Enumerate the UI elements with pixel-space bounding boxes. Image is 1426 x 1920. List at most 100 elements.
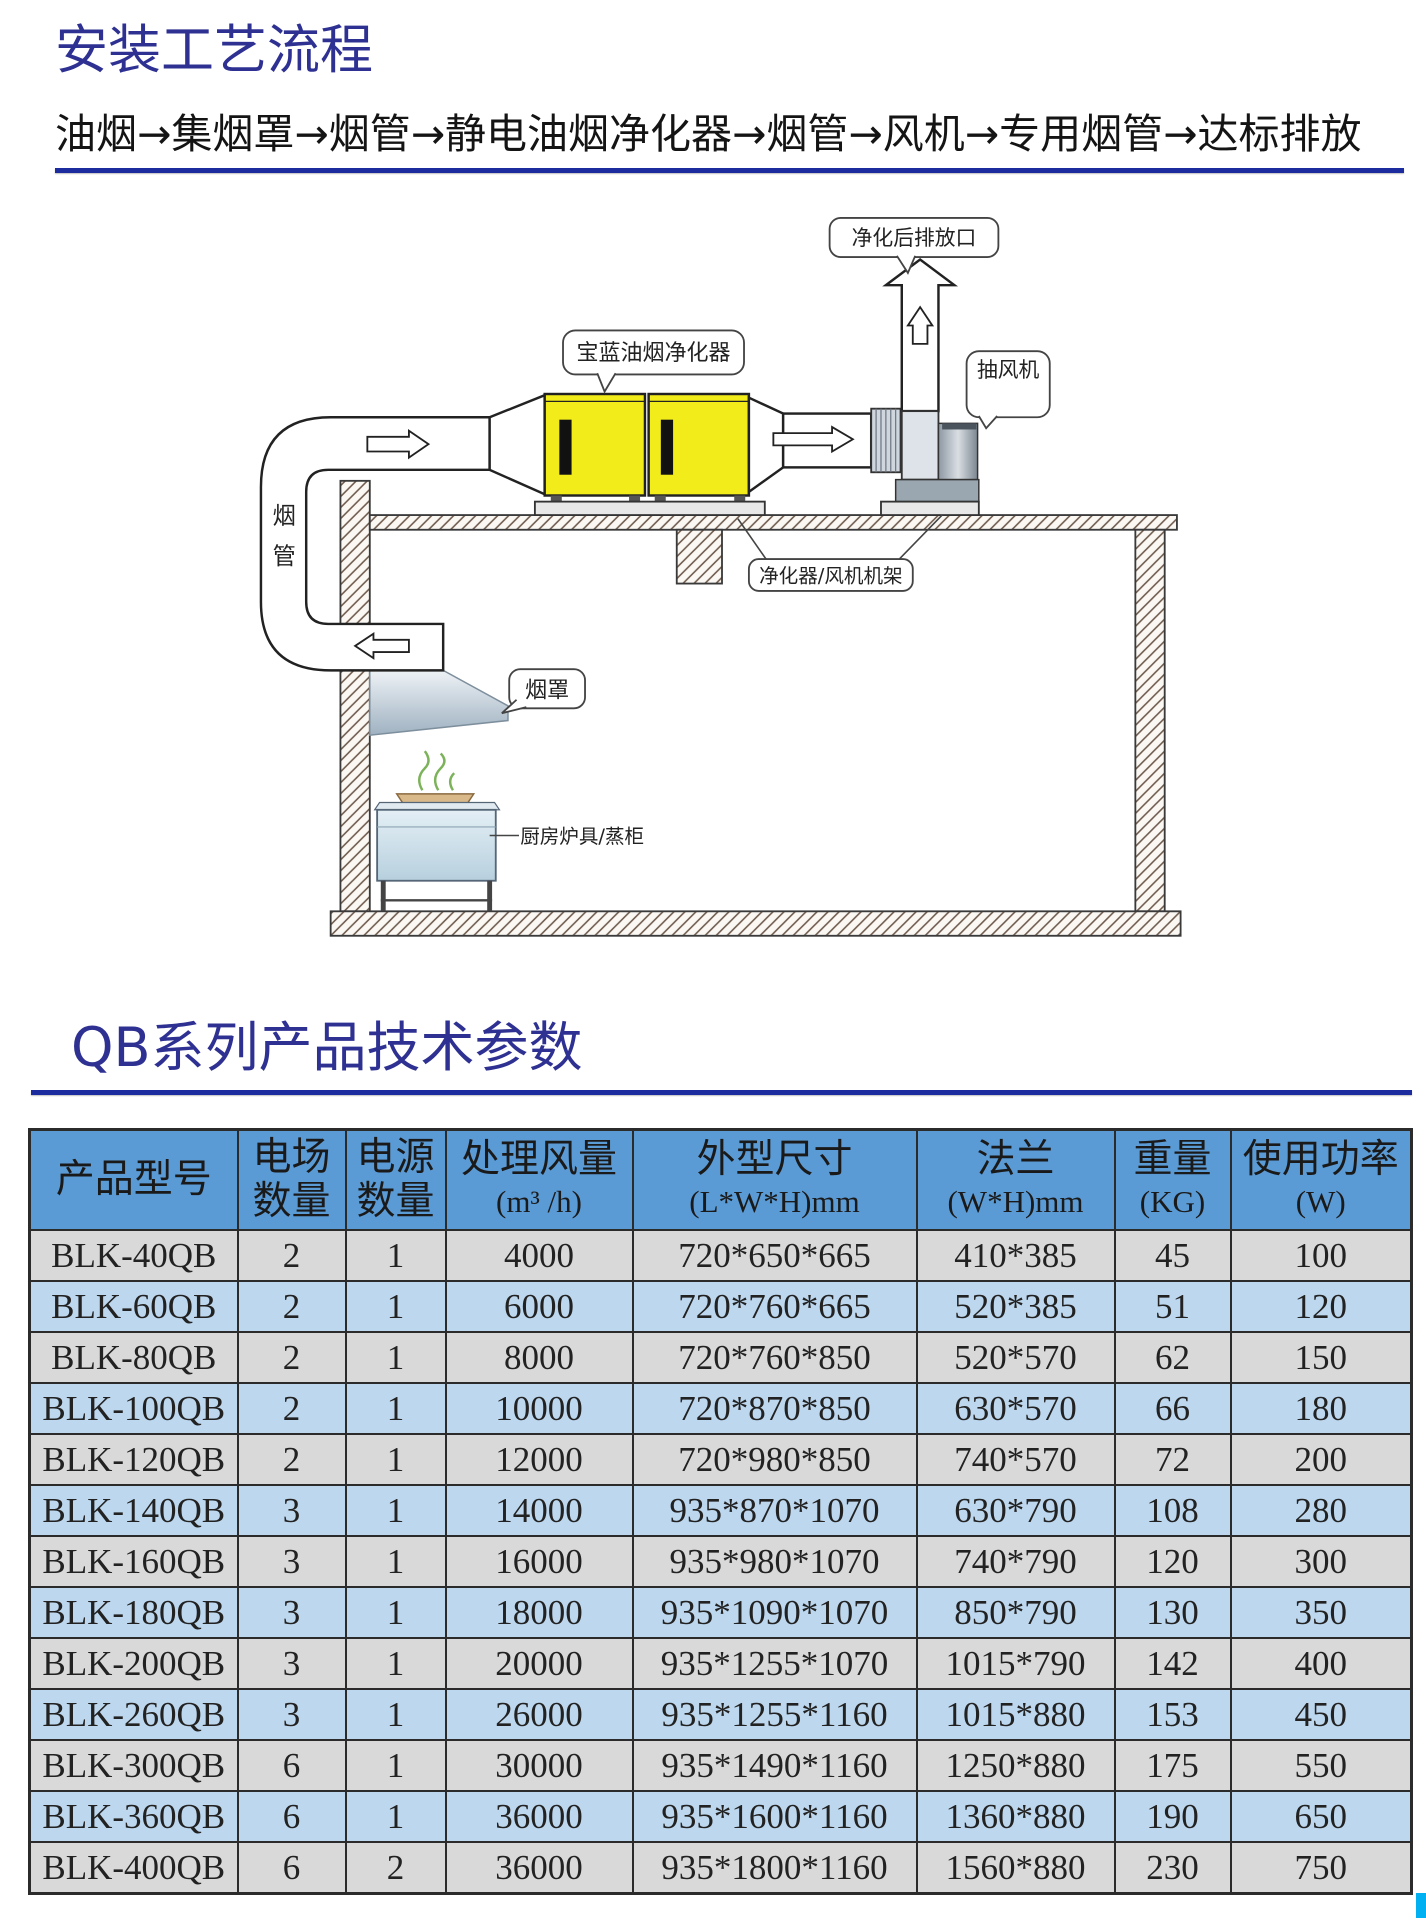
table-header-label: 电场 <box>252 1136 331 1179</box>
stove-label: 厨房炉具/蒸柜 <box>520 825 644 848</box>
flow-arrow-left-icon <box>353 631 410 660</box>
table-header-cell: 处理风量(m³ /h) <box>444 1128 634 1231</box>
table-cell: 720*980*850 <box>631 1433 918 1486</box>
table-cell: 2 <box>236 1280 347 1333</box>
table-cell: 935*1600*1160 <box>631 1790 918 1843</box>
section-title: QB系列产品技术参数 <box>71 1016 583 1079</box>
table-cell: 1 <box>344 1790 447 1843</box>
table-cell: 1 <box>344 1637 447 1690</box>
outlet-label: 净化后排放口 <box>852 226 977 250</box>
table-cell: 935*1255*1070 <box>631 1637 918 1690</box>
fan-label: 抽风机 <box>977 358 1040 382</box>
model-cell: BLK-100QB <box>28 1382 239 1435</box>
left-wall <box>339 479 371 913</box>
stove-leg <box>487 880 493 912</box>
table-header-label: (L*W*H)mm <box>689 1184 860 1219</box>
table-cell: 1250*880 <box>915 1739 1116 1792</box>
label-stove: 厨房炉具/蒸柜 <box>489 825 644 848</box>
table-cell: 550 <box>1229 1739 1413 1792</box>
table-cell: 200 <box>1229 1433 1413 1486</box>
table-cell: 2 <box>236 1382 347 1435</box>
table-cell: 150 <box>1229 1331 1413 1384</box>
table-cell: 2 <box>236 1229 347 1282</box>
table-cell: 30000 <box>444 1739 634 1792</box>
table-cell: 12000 <box>444 1433 634 1486</box>
table-cell: 935*980*1070 <box>631 1535 918 1588</box>
table-cell: 120 <box>1113 1535 1232 1588</box>
table-header-label: 使用功率 <box>1242 1138 1399 1181</box>
table-header-cell: 外型尺寸(L*W*H)mm <box>631 1128 918 1231</box>
flexible-connector <box>870 407 902 474</box>
table-cell: 36000 <box>444 1790 634 1843</box>
table-header-label: 产品型号 <box>55 1158 212 1201</box>
table-header-label: (W) <box>1295 1184 1346 1219</box>
smoke-duct <box>259 416 491 672</box>
model-cell: BLK-260QB <box>28 1688 239 1741</box>
table-cell: 45 <box>1113 1229 1232 1282</box>
exhaust-fan <box>880 257 980 516</box>
purifier-slot <box>660 419 674 475</box>
table-header-label: 数量 <box>356 1180 435 1223</box>
table-header-cell: 重量(KG) <box>1113 1128 1232 1231</box>
flow-arrow-up-icon <box>906 305 935 345</box>
table-cell: 740*790 <box>915 1535 1116 1588</box>
duct-label-char: 烟 <box>273 503 296 530</box>
purifier-leg <box>654 495 666 503</box>
table-cell: 935*1490*1160 <box>631 1739 918 1792</box>
floor-slab <box>329 910 1182 937</box>
installation-diagram: 烟 管 <box>259 216 1182 937</box>
table-cell: 750 <box>1229 1841 1413 1895</box>
steam-lines <box>418 750 456 791</box>
label-hood: 烟罩 <box>501 668 586 715</box>
table-cell: 1560*880 <box>915 1841 1116 1895</box>
flow-arrow-right-icon <box>772 425 855 454</box>
table-header-cell: 电场数量 <box>236 1128 347 1231</box>
model-cell: BLK-80QB <box>28 1331 239 1384</box>
table-cell: 720*760*665 <box>631 1280 918 1333</box>
table-cell: 3 <box>236 1688 347 1741</box>
table-cell: 6 <box>236 1841 347 1895</box>
table-cell: 1 <box>344 1535 447 1588</box>
model-cell: BLK-360QB <box>28 1790 239 1843</box>
model-cell: BLK-160QB <box>28 1535 239 1588</box>
table-cell: 1 <box>344 1688 447 1741</box>
table-header-cell: 法兰(W*H)mm <box>915 1128 1116 1231</box>
model-cell: BLK-200QB <box>28 1637 239 1690</box>
roof-slab <box>368 514 1178 531</box>
table-header-label: 处理风量 <box>460 1138 617 1181</box>
table-cell: 720*870*850 <box>631 1382 918 1435</box>
table-cell: 14000 <box>444 1484 634 1537</box>
purifier-unit <box>533 392 766 516</box>
table-cell: 720*760*850 <box>631 1331 918 1384</box>
table-cell: 350 <box>1229 1586 1413 1639</box>
table-cell: 850*790 <box>915 1586 1116 1639</box>
model-cell: BLK-60QB <box>28 1280 239 1333</box>
table-header-label: 重量 <box>1133 1138 1212 1181</box>
table-cell: 6 <box>236 1739 347 1792</box>
model-cell: BLK-180QB <box>28 1586 239 1639</box>
table-cell: 142 <box>1113 1637 1232 1690</box>
table-cell: 175 <box>1113 1739 1232 1792</box>
label-fan: 抽风机 <box>965 350 1051 430</box>
purifier-label: 宝蓝油烟净化器 <box>577 341 731 366</box>
purifier-leg <box>629 495 641 503</box>
title-divider <box>55 168 1404 173</box>
table-cell: 1 <box>344 1484 447 1537</box>
fan-frame <box>880 500 980 516</box>
table-cell: 1360*880 <box>915 1790 1116 1843</box>
duct-label-char: 管 <box>273 543 296 570</box>
stove-cabinet <box>376 808 497 882</box>
table-header-label: 法兰 <box>976 1138 1055 1181</box>
table-cell: 62 <box>1113 1331 1232 1384</box>
fan-housing <box>900 410 940 481</box>
